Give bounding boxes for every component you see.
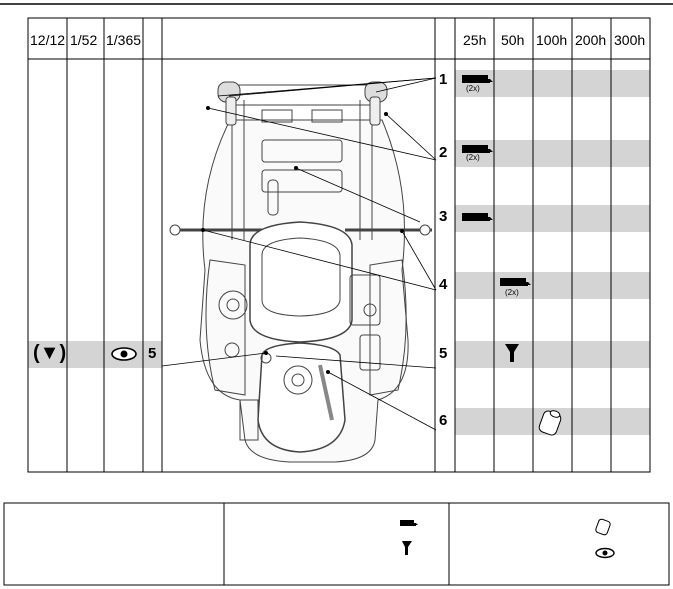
left-row-5-shade <box>28 341 162 368</box>
filter-icon <box>505 344 519 362</box>
legend-grease-gun-icon <box>400 520 418 526</box>
legend-filter-icon <box>402 541 412 555</box>
col-header-1-52: 1/52 <box>70 32 98 48</box>
row-number-1: 1 <box>439 71 448 88</box>
row-number-4: 4 <box>439 276 448 293</box>
leader-dots <box>201 106 404 374</box>
leader-lines <box>161 77 437 431</box>
legend-oil-can-icon <box>595 518 611 536</box>
col-header-1-365: 1/365 <box>106 32 142 48</box>
legend-eye-icon <box>595 547 615 559</box>
row-number-2: 2 <box>439 144 448 161</box>
row-number-3: 3 <box>439 208 448 225</box>
grease-gun-icon <box>462 75 493 83</box>
table-grid <box>27 17 651 473</box>
grease-gun-icon <box>500 278 531 286</box>
grease-gun-icon <box>462 213 493 221</box>
col-header-12-12: 12/12 <box>30 32 66 48</box>
col-header-300h: 300h <box>614 32 646 48</box>
col-header-50h: 50h <box>501 32 525 48</box>
right-row-shades <box>455 70 650 435</box>
row-number-6: 6 <box>439 412 448 429</box>
legend-box <box>3 502 670 586</box>
oil-can-icon <box>538 410 562 436</box>
grease-gun-icon <box>462 145 493 153</box>
qty-note-row-1: (2x) <box>466 84 480 93</box>
row-number-5: 5 <box>439 345 448 362</box>
col-header-100h: 100h <box>536 32 568 48</box>
left-filter-symbol: (▼) <box>33 342 67 364</box>
mower-top-view <box>169 81 432 463</box>
left-row-number-5: 5 <box>148 345 157 362</box>
col-header-25h: 25h <box>463 32 487 48</box>
col-header-200h: 200h <box>575 32 607 48</box>
qty-note-row-4: (2x) <box>505 288 519 297</box>
eye-icon <box>111 347 137 361</box>
qty-note-row-2: (2x) <box>466 153 480 162</box>
